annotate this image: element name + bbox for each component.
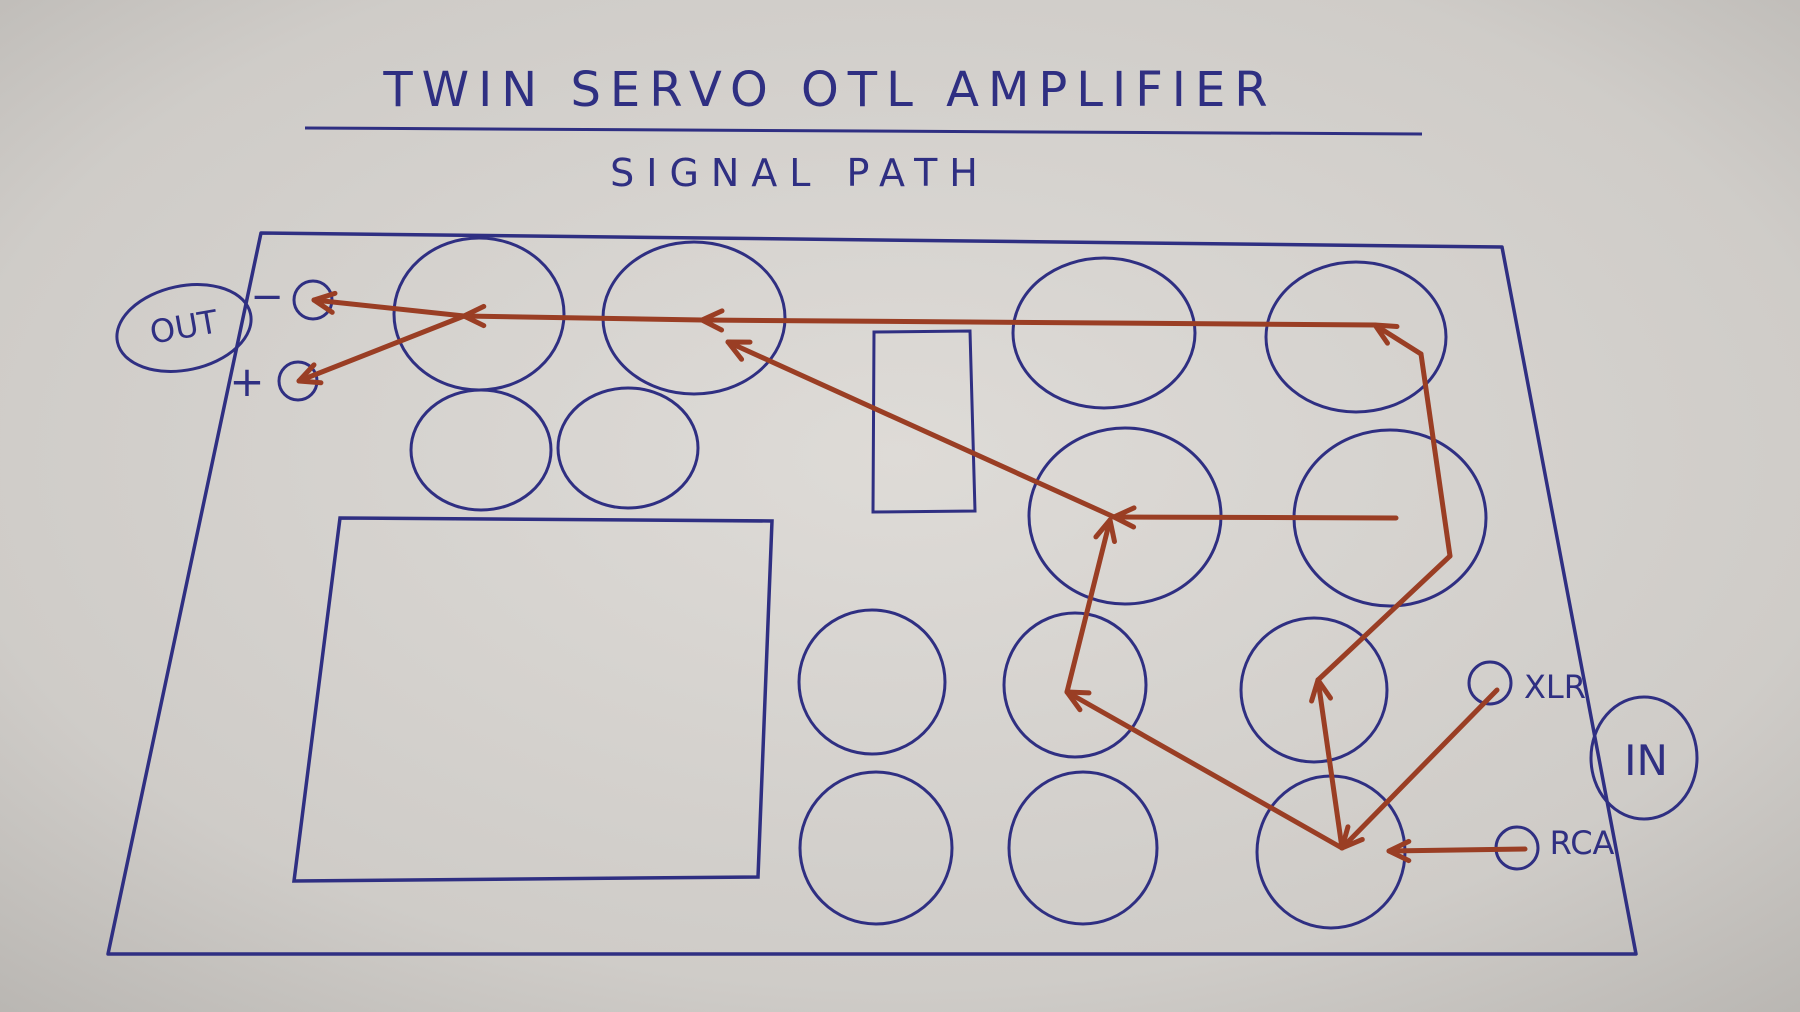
input-label-ring <box>1589 695 1699 821</box>
small-socket-2 <box>556 386 700 510</box>
output-label-ring <box>115 283 253 373</box>
diagram-subtitle: SIGNAL PATH <box>610 151 990 195</box>
signal-arrowhead-1 <box>1386 838 1412 864</box>
power-transformer <box>292 516 774 883</box>
signal-path-segment-4 <box>1315 553 1453 683</box>
input-label: IN <box>1624 736 1668 785</box>
rca-label: RCA <box>1550 824 1615 862</box>
signal-arrowhead-11 <box>311 290 338 315</box>
tube-socket-4 <box>1264 260 1448 414</box>
title-underline <box>304 126 1423 136</box>
xlr-label: XLR <box>1524 668 1586 706</box>
signal-path <box>296 290 1528 864</box>
signal-path-segment-13 <box>311 297 467 319</box>
tube-socket-3 <box>1011 256 1197 410</box>
small-socket-1 <box>409 388 553 512</box>
xlr-jack <box>1467 660 1513 706</box>
input-socket-5 <box>1007 770 1159 926</box>
signal-path-segment-6 <box>1372 322 1424 357</box>
input-socket-2 <box>1002 611 1148 759</box>
diagram-title: TWIN SERVO OTL AMPLIFIER <box>382 62 1276 118</box>
signal-arrowhead-7 <box>1111 505 1137 530</box>
signal-arrowhead-2 <box>1339 824 1365 851</box>
signal-path-segment-10 <box>725 339 1117 520</box>
signal-arrowhead-3 <box>1309 677 1334 704</box>
signal-arrowhead-12 <box>296 362 324 386</box>
signal-path-segment-5 <box>1418 351 1453 559</box>
signal-arrowhead-9 <box>699 308 725 333</box>
component-circles <box>392 236 1488 930</box>
signal-arrowhead-6 <box>1093 517 1117 545</box>
output-plus-sign: + <box>229 357 264 406</box>
input-socket-4 <box>798 770 954 926</box>
signal-path-segment-11 <box>699 317 1378 328</box>
signal-path-segment-2 <box>1386 846 1528 854</box>
signal-path-segment-3 <box>1315 677 1345 851</box>
signal-arrowhead-5 <box>1064 689 1092 713</box>
signal-path-segment-12 <box>461 313 705 323</box>
chassis-outline <box>106 231 1638 956</box>
signal-path-segment-1 <box>1339 687 1500 851</box>
signal-arrowhead-8 <box>725 339 753 362</box>
output-minus-sign: − <box>250 274 284 320</box>
signal-arrowhead-10 <box>461 303 487 329</box>
center-component-rect <box>871 329 977 514</box>
signal-path-segment-7 <box>1064 689 1345 851</box>
input-socket-3 <box>1239 616 1389 764</box>
signal-path-segment-8 <box>1064 517 1113 695</box>
signal-path-segment-9 <box>1111 514 1399 521</box>
signal-path-segment-14 <box>296 313 467 384</box>
input-socket-1 <box>797 608 947 756</box>
signal-arrowhead-4 <box>1372 322 1400 346</box>
